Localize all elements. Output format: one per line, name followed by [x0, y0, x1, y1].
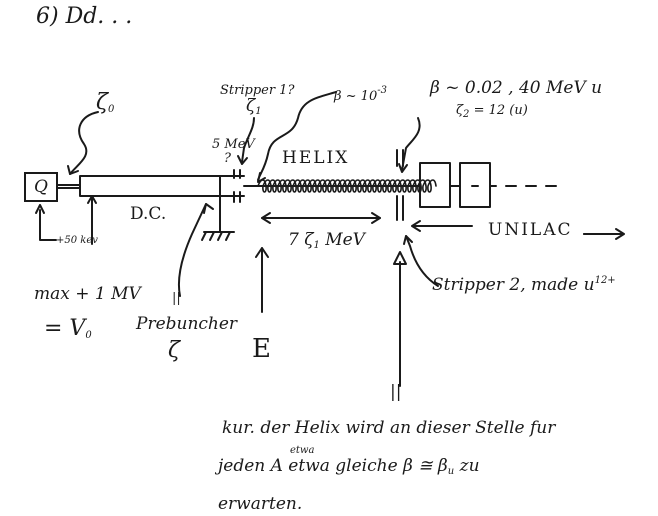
- dc-accelerator-tube: [80, 176, 220, 196]
- beta-low-label: β ~ 10-3: [334, 86, 387, 103]
- energy-gain-label: 7 ζ1 MeV: [288, 232, 365, 251]
- zeta0-pointer: [70, 112, 98, 174]
- prebuncher-zeta: ζ: [168, 340, 180, 362]
- v0-label: = V0: [44, 318, 92, 341]
- e-arrow: [256, 248, 268, 312]
- stripper1-marks: [234, 170, 240, 202]
- note-line3: erwarten.: [218, 496, 302, 513]
- position-marker: ||: [390, 384, 401, 401]
- five-mev-label: 5 MeV: [212, 138, 255, 151]
- prebuncher-pointer: [179, 204, 206, 296]
- prebuncher-marker: ||: [172, 292, 181, 305]
- bias-bracket: [40, 210, 56, 240]
- dc-label: D.C.: [130, 206, 166, 223]
- max-hv-label: max + 1 MV: [34, 286, 141, 303]
- stripper2-label: Stripper 2, made u12+: [432, 276, 616, 294]
- beta-high-label: β ~ 0.02 , 40 MeV u: [430, 80, 602, 97]
- unilac-right-arrow: [584, 229, 624, 239]
- note-line1: kur. der Helix wird an dieser Stelle fur: [222, 420, 555, 437]
- zeta2-label: ζ2 = 12 (u): [456, 104, 528, 120]
- zeta1-label: ζ1: [246, 98, 262, 117]
- stripper1-label: Stripper 1?: [220, 84, 294, 97]
- ground-hatching: [202, 232, 230, 240]
- section-heading: 6) Dd. . .: [36, 6, 132, 28]
- unilac-label: UNILAC: [488, 222, 573, 239]
- zeta0-label: ζ0: [96, 92, 114, 115]
- five-mev-question: ?: [224, 152, 231, 165]
- ion-source-box: Q: [24, 172, 58, 202]
- note-line2: jeden A etwa gleiche β ≅ βu zu: [218, 458, 480, 477]
- unilac-left-arrow: [412, 221, 472, 231]
- prebuncher-label: Prebuncher: [136, 316, 237, 333]
- prebuncher-arrowhead: [204, 204, 213, 213]
- energy-label: E: [252, 336, 271, 362]
- unilac-tank-1: [420, 163, 450, 207]
- helix-label: HELIX: [282, 150, 349, 167]
- beta2-pointer: [402, 118, 420, 170]
- bias-voltage-label: +50 kev: [56, 236, 98, 246]
- note-line1-insert: etwa: [290, 446, 314, 456]
- ion-source-label: Q: [34, 177, 48, 197]
